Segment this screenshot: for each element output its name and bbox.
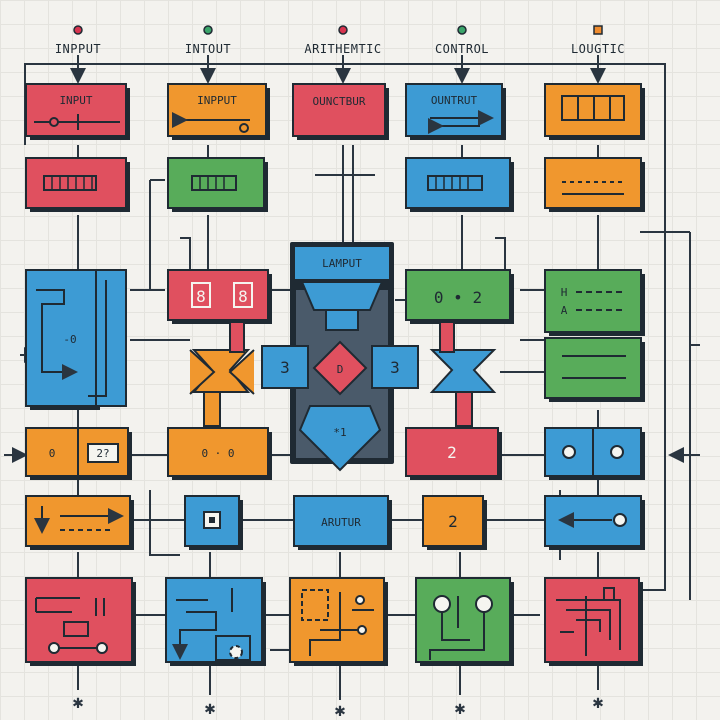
control-register-block — [405, 157, 514, 212]
logic-slider-block — [544, 495, 645, 550]
inpput-block: INPPUT — [167, 83, 270, 140]
column-header-logic: LOUGTIC — [570, 42, 626, 56]
svg-text:✱: ✱ — [334, 704, 346, 720]
control-counter-block: 0 • 2 — [405, 269, 514, 324]
circuit-red-right — [544, 577, 643, 666]
core-left-value: 3 — [280, 358, 290, 377]
circuit-green — [415, 577, 514, 666]
central-processor: LAMPUT 3 D 3 *1 — [261, 242, 419, 472]
input-block: INPUT — [25, 83, 130, 140]
intout-register-block — [167, 157, 268, 212]
core-diamond-value: D — [337, 363, 344, 376]
intout-pair-value: 0 · 0 — [201, 447, 234, 460]
logic-bus-block — [544, 337, 645, 402]
core-right-value: 3 — [390, 358, 400, 377]
input-loop-block: -0 — [25, 269, 127, 410]
lamput-label: LAMPUT — [322, 257, 362, 270]
logic-register-block — [544, 83, 645, 140]
svg-text:✱: ✱ — [592, 696, 604, 712]
column-header-intout: INTOUT — [184, 42, 232, 56]
left-cross-connector — [189, 321, 255, 427]
input-shift-block — [25, 495, 134, 550]
input-digit-left: 0 — [49, 447, 56, 460]
control-output-block: 2 — [405, 427, 502, 480]
ountrut-block: OUNTRUT — [405, 83, 506, 140]
arutur-block: ARUTUR — [293, 495, 392, 550]
logic-io-block — [544, 427, 645, 480]
circuit-blue — [165, 577, 266, 666]
ounctbur-block: OUNCTBUR — [292, 83, 389, 140]
intout-pair-block: 0 · 0 — [167, 427, 272, 480]
input-digit-right: 2? — [96, 447, 109, 460]
control-output-value: 2 — [447, 443, 457, 462]
header-dots — [73, 25, 603, 35]
column-header-control: CONTROL — [434, 42, 490, 56]
control-value-block: 2 — [422, 495, 487, 550]
control-counter-value: 0 • 2 — [434, 288, 482, 307]
input-loop-value: -0 — [63, 333, 76, 346]
ounctbur-block-label: OUNCTBUR — [313, 95, 366, 108]
column-header-arithmetic: ARITHEMTIC — [304, 42, 382, 56]
logic-table-a: A — [561, 304, 568, 317]
intout-port-block — [184, 495, 243, 550]
output-terminals: ✱ ✱ ✱ ✱ ✱ — [72, 696, 604, 720]
core-lower-value: *1 — [333, 426, 346, 439]
input-register-block — [25, 157, 130, 212]
logic-shift-block — [544, 157, 645, 212]
display-digit-1: 8 — [196, 287, 206, 306]
control-value-digit: 2 — [448, 512, 458, 531]
arutur-label: ARUTUR — [321, 516, 361, 529]
logic-table-h: H — [561, 286, 568, 299]
svg-text:✱: ✱ — [72, 696, 84, 712]
circuit-red-left — [25, 577, 136, 666]
ountrut-block-label: OUNTRUT — [431, 94, 478, 107]
right-cross-connector — [429, 321, 497, 427]
display-digit-2: 8 — [238, 287, 248, 306]
svg-text:✱: ✱ — [204, 702, 216, 718]
inpput-block-label: INPPUT — [197, 94, 237, 107]
svg-text:✱: ✱ — [454, 702, 466, 718]
column-header-input: INPPUT — [54, 42, 102, 56]
intout-display-block: 8 8 — [167, 269, 272, 324]
logic-table-block: H A — [544, 269, 645, 336]
input-digit-block: 0 2? — [25, 427, 132, 480]
input-block-label: INPUT — [59, 94, 92, 107]
circuit-orange — [289, 577, 388, 666]
